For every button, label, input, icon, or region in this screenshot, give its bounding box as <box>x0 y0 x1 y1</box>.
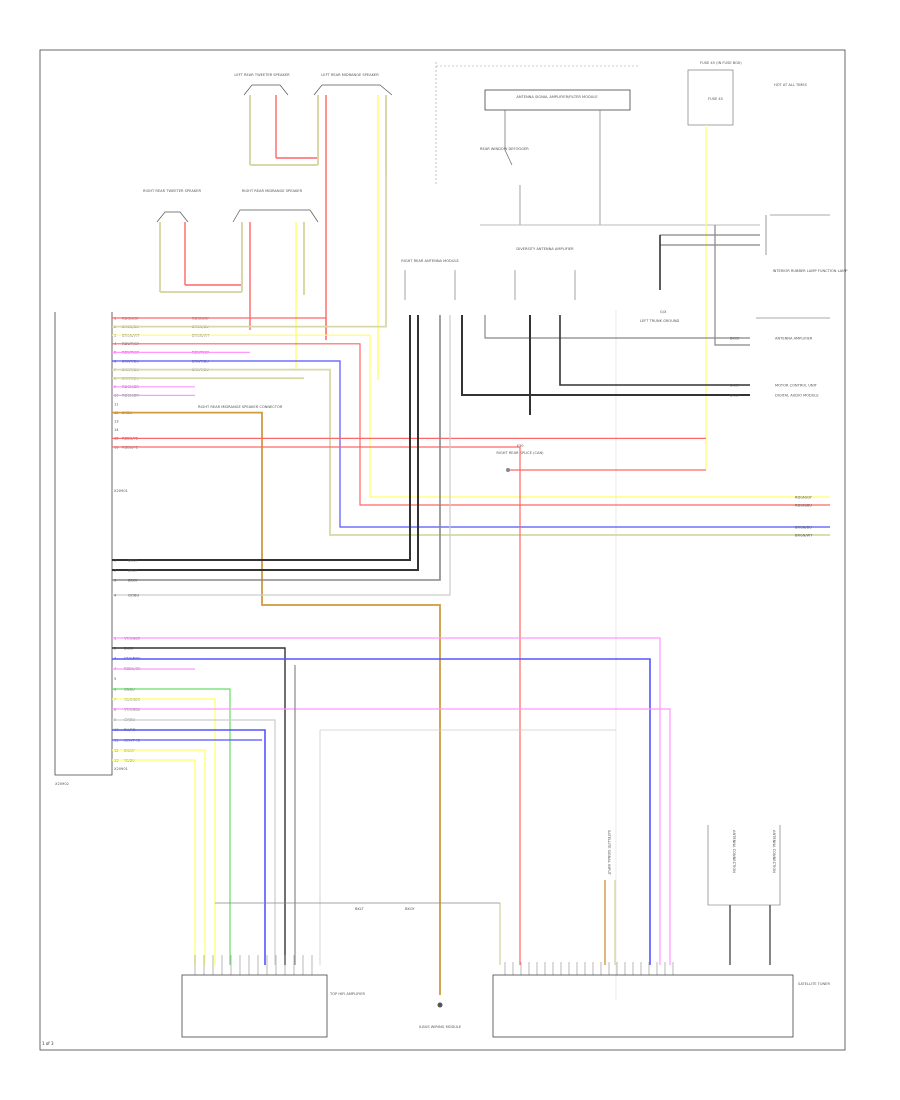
left-rear-midrange: LEFT REAR MIDRANGE SPEAKER <box>313 73 393 380</box>
antenna-amplifier-module: ANTENNA SIGNAL AMPLIFIER/FILTER MODULE R… <box>480 89 760 226</box>
svg-text:X30: X30 <box>516 444 524 448</box>
right-rear-tweeter: RIGHT REAR TWEETER SPEAKER <box>143 189 242 293</box>
pin-wire-label-g2: GY/BU <box>128 593 139 597</box>
wire-right <box>461 315 750 396</box>
diversity-antenna-amplifier: DIVERSITY ANTENNA AMPLIFIER <box>514 247 576 300</box>
page-number: 1 of 3 <box>42 1041 54 1046</box>
pin-wire-label-g2: BKGY <box>128 558 138 562</box>
wire-right <box>714 225 750 346</box>
right-wire-label: BRGN/BU <box>795 525 812 529</box>
junction-label-2: BKGY <box>405 907 415 911</box>
right-mid-wire-label: BKGY <box>730 393 740 397</box>
wire-g3 <box>112 759 196 965</box>
bottom-note-1: SATELLITE SIGNAL INPUT <box>607 830 611 876</box>
bottom-right-bracket <box>707 825 781 906</box>
wire-g1 <box>112 446 521 965</box>
wire-right <box>559 315 750 386</box>
junction-label-1: BKLT <box>355 907 364 911</box>
svg-text:FUSE 45: FUSE 45 <box>708 97 723 101</box>
pin-number-g1: 13 <box>114 420 119 424</box>
connector-left-label: X20901 <box>114 489 128 493</box>
svg-text:X-BUS WIRING MODULE: X-BUS WIRING MODULE <box>419 1025 462 1029</box>
wire-g1 <box>112 343 830 506</box>
bottom-note-2: ANTENNA CONNECTION <box>732 830 736 873</box>
wire-g3 <box>112 658 651 965</box>
pin-number-g2: 3 <box>114 578 116 582</box>
left-connector-outline <box>54 312 113 776</box>
svg-text:LEFT REAR TWEETER SPEAKER: LEFT REAR TWEETER SPEAKER <box>234 73 290 77</box>
svg-text:FUSE 45 (IN FUSE BOX): FUSE 45 (IN FUSE BOX) <box>700 61 742 65</box>
right-mid-wire-note: DIGITAL AUDIO MODULE <box>775 393 819 397</box>
wire-g1 <box>112 360 830 528</box>
right-rear-midrange: RIGHT REAR MIDRANGE SPEAKER <box>232 189 319 370</box>
svg-text:RIGHT REAR ANTENNA MODULE: RIGHT REAR ANTENNA MODULE <box>401 259 459 263</box>
right-mid-wire-label: BKGY <box>730 336 740 340</box>
wire-dark <box>112 315 441 581</box>
wire-dark <box>112 315 451 596</box>
right-mid-wire-note: MOTOR CONTROL UNIT <box>775 383 818 387</box>
wire-g3 <box>112 698 216 965</box>
svg-text:HOT AT ALL TIMES: HOT AT ALL TIMES <box>774 83 808 87</box>
svg-text:G/X: G/X <box>660 310 667 314</box>
pin-number-g2: 1 <box>114 558 116 562</box>
wire-g3 <box>112 637 661 965</box>
svg-text:RIGHT REAR MIDRANGE SPEAKER: RIGHT REAR MIDRANGE SPEAKER <box>242 189 303 193</box>
bottom-note-3: ANTENNA CONNECTION <box>772 830 776 873</box>
interior-module-right: INTERIOR RUBBER LAMP FUNCTION LAMP <box>765 214 849 273</box>
wire-g1 <box>112 411 441 995</box>
right-mid-wire-note: ANTENNA AMPLIFIER <box>775 336 813 340</box>
pin-number-g1: 11 <box>114 402 119 406</box>
pin-wire-label-g2: BKGY <box>128 568 138 572</box>
svg-text:TOP HIFI AMPLIFIER: TOP HIFI AMPLIFIER <box>329 992 366 996</box>
pin-wire-label-g3: YE/BU <box>124 759 135 763</box>
svg-text:INTERIOR RUBBER LAMP FUNCTION: INTERIOR RUBBER LAMP FUNCTION LAMP <box>773 269 849 273</box>
connector-note: RIGHT REAR MIDRANGE SPEAKER CONNECTOR <box>198 405 283 409</box>
svg-text:ANTENNA SIGNAL AMPLIFIER/FILTE: ANTENNA SIGNAL AMPLIFIER/FILTER MODULE <box>516 95 598 99</box>
svg-text:SATELLITE TUNER: SATELLITE TUNER <box>798 982 830 986</box>
wire-g3 <box>112 749 206 965</box>
wire-g1 <box>112 175 387 328</box>
hifi-amplifier: TOP HIFI AMPLIFIER <box>181 974 366 1038</box>
svg-text:DIVERSITY ANTENNA AMPLIFIER: DIVERSITY ANTENNA AMPLIFIER <box>516 247 574 251</box>
right-rear-antenna-module: RIGHT REAR ANTENNA MODULE <box>401 259 459 300</box>
left-rear-tweeter: LEFT REAR TWEETER SPEAKER <box>234 73 318 166</box>
pin-number-g3: 13 <box>114 759 119 763</box>
wire-g3 <box>112 647 286 965</box>
pin-wire-label-g3: VT/GNBU <box>124 708 141 712</box>
wire-g3 <box>112 708 671 965</box>
ground-gx: G/X LEFT TRUNK GROUND <box>640 310 680 323</box>
pin-number-g3: 8 <box>114 708 117 712</box>
diagram-frame <box>39 49 846 1051</box>
wire-g3 <box>112 688 231 965</box>
wire-g1 <box>112 368 830 536</box>
x-bus-module: SATELLITE TUNER <box>492 974 830 1038</box>
pin-number-g2: 2 <box>114 568 116 572</box>
pin-number-g2: 4 <box>114 593 117 597</box>
right-wire-label: RDGN/GY <box>795 495 813 499</box>
pin-number-g3: 5 <box>114 677 116 681</box>
fuse-45: FUSE 45 (IN FUSE BOX) FUSE 45 HOT AT ALL… <box>510 61 808 471</box>
pin-wire-label-g2: BKGY <box>128 578 138 582</box>
pin-number-g1: 14 <box>114 428 119 432</box>
svg-text:LEFT REAR MIDRANGE SPEAKER: LEFT REAR MIDRANGE SPEAKER <box>321 73 379 77</box>
wire-right <box>484 315 750 339</box>
right-mid-wire-label: BKGY <box>730 383 740 387</box>
wire-dark <box>112 315 411 561</box>
ground-bottom: X-BUS WIRING MODULE <box>419 1002 462 1029</box>
svg-text:REAR WINDOW DEFOGGER: REAR WINDOW DEFOGGER <box>480 147 529 151</box>
wire-g3 <box>112 729 266 965</box>
wire-g1 <box>112 334 830 498</box>
wire-dark <box>112 315 419 571</box>
right-wire-label: RDGN/BU <box>795 503 812 507</box>
wire-g1 <box>112 317 327 340</box>
right-wire-label: BRGN/WT <box>795 533 813 537</box>
wire-g3 <box>112 719 276 965</box>
connector-left-label-2: X20901 <box>114 767 128 771</box>
svg-text:LEFT TRUNK GROUND: LEFT TRUNK GROUND <box>640 319 680 323</box>
svg-text:RIGHT REAR TWEETER SPEAKER: RIGHT REAR TWEETER SPEAKER <box>143 189 201 193</box>
connector-left-bottom-label: X20902 <box>55 782 69 786</box>
